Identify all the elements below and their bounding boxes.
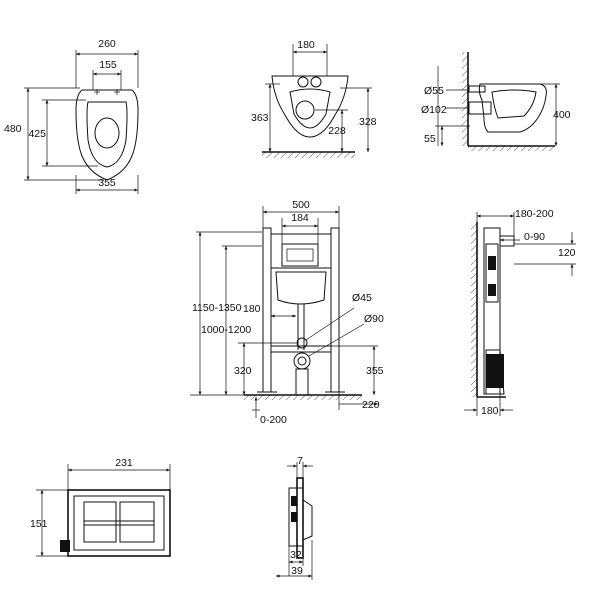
dim-180-side: 180 — [481, 405, 499, 417]
dim-180-top: 180 — [297, 39, 315, 51]
flush-plate-clip — [60, 540, 70, 552]
dim-220: 220 — [362, 399, 380, 411]
dim-400: 400 — [553, 109, 571, 121]
bowl-top-outline — [75, 89, 139, 181]
dim-d90: Ø90 — [364, 313, 384, 325]
dim-355: 355 — [98, 177, 116, 189]
water-inlet-45 — [296, 337, 308, 349]
wall-hatch — [462, 52, 468, 146]
dim-363: 363 — [251, 112, 269, 124]
dim-7: 7 — [297, 455, 303, 467]
bowl-top-view: 260 155 480 425 355 — [4, 38, 139, 194]
dim-184: 184 — [291, 212, 309, 224]
frame-side-view: 180-200 0-90 120 180 — [464, 208, 576, 417]
wall-hatch-frame — [471, 222, 477, 397]
dim-0-200: 0-200 — [260, 414, 287, 426]
dim-180-offset: 180 — [243, 303, 261, 315]
drain-outlet-90 — [293, 352, 311, 370]
dim-425: 425 — [28, 128, 46, 140]
dim-1150-1350: 1150-1350 — [192, 302, 242, 314]
bowl-top-rim — [86, 101, 128, 168]
dim-d102: Ø102 — [421, 104, 447, 116]
bowl-front-inlet — [297, 76, 309, 88]
flush-connector — [499, 235, 515, 247]
frame-left-rail — [262, 227, 272, 393]
flush-plate-side-view: 7 32 39 — [276, 455, 313, 580]
dim-155: 155 — [99, 59, 117, 71]
dim-151: 151 — [30, 518, 48, 530]
frame-front-view: 500 184 1150-1350 1000-1200 180 Ø45 Ø90 … — [190, 199, 384, 426]
dim-0-90: 0-90 — [524, 231, 545, 243]
dim-180-200: 180-200 — [515, 208, 554, 220]
dim-d55: Ø55 — [424, 85, 444, 97]
inlet-pipe — [468, 85, 486, 93]
dim-231: 231 — [115, 457, 133, 469]
cistern — [275, 271, 327, 305]
frame-right-rail — [330, 227, 340, 393]
flush-plate-front-view: 231 151 — [30, 457, 171, 557]
dim-120: 120 — [558, 247, 576, 259]
flush-button-small[interactable] — [83, 501, 117, 543]
dim-39: 39 — [291, 565, 303, 577]
dim-260: 260 — [98, 38, 116, 50]
flush-plate-outline — [67, 489, 171, 557]
dim-1000-1200: 1000-1200 — [201, 324, 251, 336]
dim-55-bottom: 55 — [424, 133, 436, 145]
drain-pipe — [295, 368, 309, 396]
dim-228: 228 — [328, 125, 346, 137]
bowl-front-view: 180 363 228 328 — [251, 39, 377, 158]
dim-500: 500 — [292, 199, 310, 211]
flush-button-large[interactable] — [119, 501, 155, 543]
bowl-front-inner — [289, 88, 331, 129]
outlet-pipe — [468, 101, 492, 115]
dim-355-frame: 355 — [366, 365, 384, 377]
dim-d45: Ø45 — [352, 292, 372, 304]
cistern-side — [485, 243, 499, 303]
dim-320: 320 — [234, 365, 252, 377]
bowl-top-opening — [94, 117, 120, 149]
bowl-side-outline — [478, 83, 547, 133]
bowl-front-outline — [271, 75, 349, 138]
flush-plate-mount — [281, 243, 319, 267]
bowl-front-outlet — [295, 100, 315, 120]
floor-hatch — [262, 152, 355, 158]
bowl-mounting-holes — [94, 89, 120, 95]
dim-32: 32 — [290, 549, 302, 561]
dim-328: 328 — [359, 116, 377, 128]
dim-480: 480 — [4, 123, 22, 135]
bowl-side-view: Ø55 Ø102 55 400 — [421, 52, 571, 151]
